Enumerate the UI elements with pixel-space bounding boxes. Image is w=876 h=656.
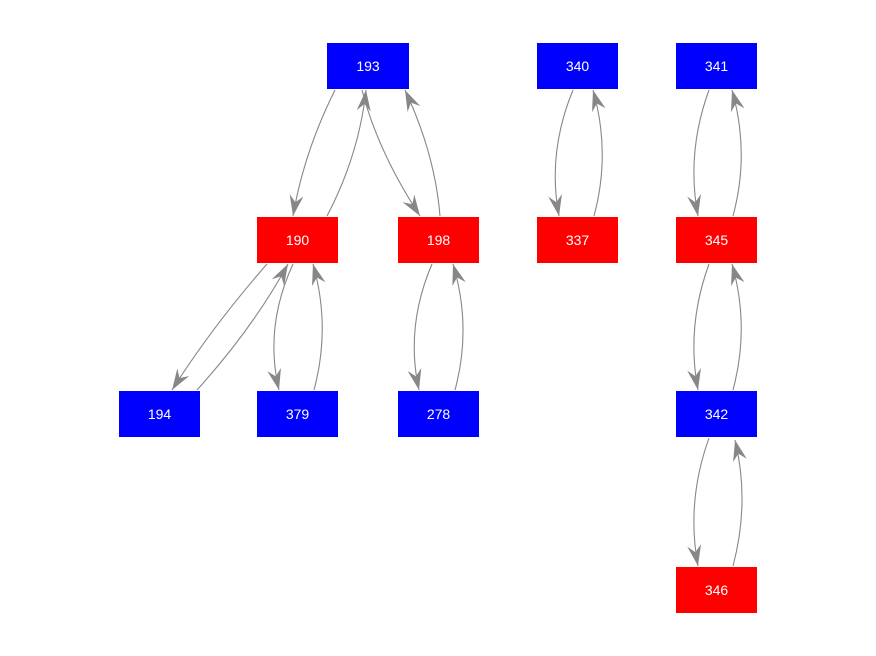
graph-node-345: 345 xyxy=(676,217,757,263)
edge-342-345 xyxy=(731,263,742,391)
node-label: 342 xyxy=(705,406,729,422)
node-label: 337 xyxy=(566,232,590,248)
node-rect-345 xyxy=(676,217,757,263)
graph-node-379: 379 xyxy=(257,391,338,437)
arrowhead-icon xyxy=(289,194,304,216)
graph-node-342: 342 xyxy=(676,391,757,437)
edge-341-345 xyxy=(693,89,710,217)
node-label: 194 xyxy=(148,406,172,422)
node-label: 341 xyxy=(705,58,729,74)
edge-190-193 xyxy=(326,89,367,217)
node-rect-337 xyxy=(537,217,618,263)
node-label: 345 xyxy=(705,232,729,248)
edge-198-193 xyxy=(404,89,441,217)
node-rect-340 xyxy=(537,43,618,89)
arrowhead-icon xyxy=(356,90,371,112)
node-rect-278 xyxy=(398,391,479,437)
arrowhead-icon xyxy=(405,90,421,112)
node-label: 190 xyxy=(286,232,310,248)
edge-193-190 xyxy=(292,89,336,217)
arrowhead-icon xyxy=(687,194,701,216)
arrowhead-icon xyxy=(733,440,747,463)
graph-node-198: 198 xyxy=(398,217,479,263)
node-label: 379 xyxy=(286,406,310,422)
node-rect-341 xyxy=(676,43,757,89)
edge-194-190 xyxy=(196,263,289,391)
arrowhead-icon xyxy=(731,264,745,287)
graph-node-193: 193 xyxy=(327,43,409,89)
node-label: 278 xyxy=(427,406,451,422)
arrowhead-icon xyxy=(312,264,326,287)
arrowhead-icon xyxy=(407,367,422,390)
edge-345-341 xyxy=(731,89,742,217)
arrowhead-icon xyxy=(687,544,702,566)
arrowhead-icon xyxy=(452,264,466,287)
edge-278-198 xyxy=(452,263,464,391)
edge-379-190 xyxy=(312,263,323,391)
graph-node-190: 190 xyxy=(257,217,338,263)
node-rect-193 xyxy=(327,43,409,89)
node-label: 193 xyxy=(356,58,380,74)
node-rect-190 xyxy=(257,217,338,263)
arrowhead-icon xyxy=(687,368,701,390)
node-label: 340 xyxy=(566,58,590,74)
graph-node-346: 346 xyxy=(676,567,757,613)
arrowhead-icon xyxy=(172,368,190,390)
graph-node-340: 340 xyxy=(537,43,618,89)
node-rect-346 xyxy=(676,567,757,613)
node-label: 346 xyxy=(705,582,729,598)
node-rect-342 xyxy=(676,391,757,437)
edge-342-346 xyxy=(693,437,710,567)
edge-345-342 xyxy=(693,263,710,391)
node-rect-194 xyxy=(119,391,200,437)
arrowhead-icon xyxy=(731,90,745,113)
edge-340-337 xyxy=(554,89,574,217)
graph-node-341: 341 xyxy=(676,43,757,89)
graph-node-278: 278 xyxy=(398,391,479,437)
node-rect-198 xyxy=(398,217,479,263)
edge-198-278 xyxy=(413,263,433,391)
arrowhead-icon xyxy=(548,194,562,216)
arrowhead-icon xyxy=(592,90,606,113)
arrowhead-icon xyxy=(402,194,420,216)
edge-193-198 xyxy=(361,89,421,217)
edge-337-340 xyxy=(592,89,603,217)
node-rect-379 xyxy=(257,391,338,437)
edge-190-194 xyxy=(171,263,268,391)
arrowhead-icon xyxy=(271,264,288,286)
node-label: 198 xyxy=(427,232,451,248)
graph-node-194: 194 xyxy=(119,391,200,437)
graph-node-337: 337 xyxy=(537,217,618,263)
arrowhead-icon xyxy=(267,367,281,390)
